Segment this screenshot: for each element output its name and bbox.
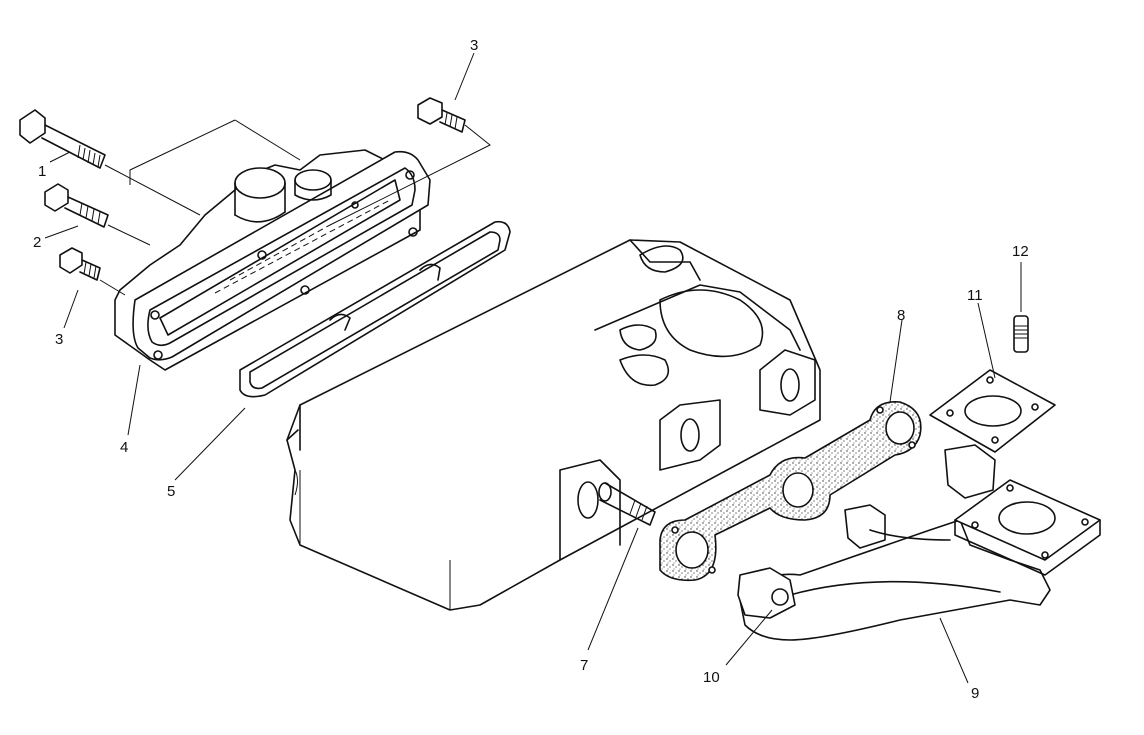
bolt-3-lower — [59, 247, 101, 281]
callout-10: 10 — [703, 669, 720, 686]
leader-lines — [44, 52, 1022, 684]
callout-5: 5 — [167, 483, 175, 500]
callout-12: 12 — [1012, 243, 1029, 260]
bolt-2 — [44, 183, 109, 228]
callout-3-lower: 3 — [55, 331, 63, 348]
callout-4: 4 — [120, 439, 128, 456]
callout-9: 9 — [971, 685, 979, 702]
flange-gasket — [929, 369, 1056, 453]
intake-gasket — [239, 220, 511, 398]
callout-8: 8 — [897, 307, 905, 324]
callout-3-upper: 3 — [470, 37, 478, 54]
cylinder-head — [286, 239, 821, 611]
exhaust-manifold — [737, 444, 1101, 641]
bolt-3-upper — [417, 97, 466, 133]
callout-11: 11 — [967, 287, 983, 304]
stud-7 — [598, 482, 656, 526]
bolt-1 — [19, 109, 106, 169]
callout-2: 2 — [33, 234, 41, 251]
pin-12 — [1013, 315, 1029, 353]
callout-labels: 1 2 3 3 4 5 7 8 9 10 11 12 — [33, 37, 1029, 702]
bolt-alignment-lines — [99, 119, 491, 296]
intake-manifold — [114, 149, 431, 371]
callout-1: 1 — [38, 163, 46, 180]
exhaust-gasket — [659, 401, 922, 582]
callout-7: 7 — [580, 657, 588, 674]
